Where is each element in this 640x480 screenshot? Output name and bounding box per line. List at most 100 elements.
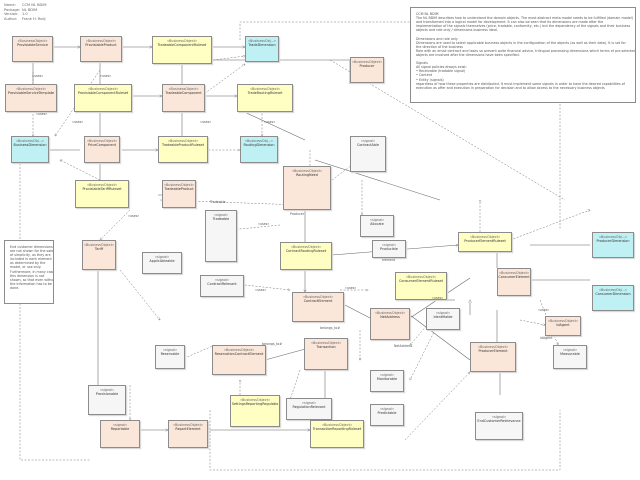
note-line: execution as offer and execution in prep…	[416, 85, 605, 90]
class-price-component[interactable]: «BusinessObject»PriceComponent	[84, 136, 120, 163]
class-trade-routing-ruleset[interactable]: «BusinessObject»TradeRoutingRuleset	[237, 84, 293, 112]
note-line: • Entity (signals)	[416, 77, 444, 82]
dependency	[209, 410, 561, 471]
edge-label: Producer	[290, 212, 305, 216]
note-line: End customer dimensions	[10, 245, 53, 249]
dependency	[100, 209, 131, 240]
class-consumer-dimension[interactable]: «BusinessObj...»ConsumerDimension	[592, 285, 634, 311]
edge-label: «uses»	[32, 74, 44, 78]
class-monitorable[interactable]: «signal»Monitorable	[370, 370, 404, 392]
class-producible[interactable]: «signal»Producible	[372, 240, 406, 258]
class-id-agent[interactable]: «BusinessObject»IdAgent	[545, 316, 581, 336]
class-producer-element-ruleset[interactable]: «BusinessObject»ProducerElementRuleset	[458, 232, 512, 252]
class-tradeable-signal[interactable]: «signal»Tradeable	[205, 210, 237, 262]
class-contract-element[interactable]: «BusinessObject»ContractElement	[292, 292, 344, 322]
header-row: Version:1.0	[4, 12, 28, 17]
class-allocate[interactable]: «signal»Allocate	[360, 215, 394, 237]
note-line: The NL BDIM describes how to understand …	[416, 16, 634, 21]
diagram-header: Name:CCM NL BDIM Package:NL BDIM Version…	[4, 3, 47, 21]
class-provisiable-component-ruleset[interactable]: «BusinessObject»ProvisiableComponentRule…	[74, 84, 132, 112]
edge-label: «uses»	[255, 288, 267, 292]
dependency	[496, 210, 590, 246]
class-business-dimension[interactable]: «BusinessObj...»BusinessDimension	[11, 136, 49, 163]
class-reportable[interactable]: «signal»Reportable	[100, 420, 140, 448]
class-applicable[interactable]: «signal»ApplicAbleable	[142, 252, 182, 274]
edge-label: «uses»	[345, 286, 357, 290]
class-routing-need[interactable]: «BusinessObject»RoutingNeed	[283, 166, 331, 210]
description-note: CCM NL BDIM The NL BDIM describes how to…	[410, 7, 636, 103]
dependency	[60, 160, 101, 181]
class-producer-top[interactable]: «BusinessObject»Producer	[350, 57, 384, 83]
class-identifiable[interactable]: «signal»Identifiable	[426, 308, 460, 330]
connector	[239, 109, 306, 141]
connector	[314, 159, 441, 201]
class-trade-dimension[interactable]: «BusinessObj...»TradeDimension	[245, 36, 279, 62]
dependency	[239, 21, 561, 230]
note-line: Signals	[416, 61, 428, 66]
class-reservation-contract-element[interactable]: «BusinessObject»ReservationContractEleme…	[212, 345, 266, 375]
edge-label: IdAgent	[540, 336, 553, 340]
class-contract-able[interactable]: «signal»ContractAble	[350, 136, 386, 172]
dependency	[244, 284, 290, 290]
dependency	[329, 59, 566, 201]
edge-label: «uses»	[432, 296, 444, 300]
connector	[409, 314, 471, 361]
dependency	[230, 224, 281, 230]
edge-label: NetAddress	[394, 344, 413, 348]
note-line: are not shown for the sake	[10, 249, 54, 254]
note-line: and transformed into a logical model for…	[416, 20, 604, 25]
class-consumer-element[interactable]: «BusinessObject»ConsumerElement	[497, 268, 531, 296]
note-line: • Receivable (tradable signal)	[416, 69, 466, 74]
class-settings-reporting-regulations[interactable]: «BusinessObject»SettingsReportingRegulat…	[230, 395, 280, 427]
class-net-address[interactable]: «BusinessObject»NetAddress	[370, 308, 410, 340]
class-tradeable-product[interactable]: «BusinessObject»TradeableProduct	[162, 180, 196, 208]
class-predictable[interactable]: «signal»Predictable	[370, 404, 404, 426]
note-line: Dimensions and role only	[416, 36, 458, 41]
class-end-customer-retrievance[interactable]: «signal»EndCustomerRetrievance	[475, 412, 523, 440]
class-transaction-reporting-ruleset[interactable]: «BusinessObject»TransactionReportingRule…	[310, 420, 364, 448]
note-line: the direction of the business	[416, 44, 464, 49]
class-producer-element[interactable]: «BusinessObject»ProducerElement	[470, 342, 516, 372]
header-row: Author:Frank H. Rolij	[4, 16, 46, 21]
edge-label: «uses»	[128, 214, 140, 218]
class-provisiable-service[interactable]: «BusinessObject»ProvisiableService	[12, 36, 53, 62]
connector	[205, 59, 351, 84]
class-measurable[interactable]: «signal»Measurable	[553, 345, 587, 369]
class-report-element[interactable]: «BusinessObject»ReportElement	[168, 420, 208, 448]
note-line: the information has to be	[10, 281, 52, 286]
class-consumer-element-ruleset[interactable]: «BusinessObject»ConsumerElementRuleset	[395, 272, 447, 300]
note-line: regardless of how these properties are d…	[416, 81, 625, 86]
class-provisiable-product[interactable]: «BusinessObject»ProvisiableProduct	[80, 36, 122, 62]
class-provisionable[interactable]: «signal»Provisionable	[88, 385, 126, 415]
note-line: this dimension is not	[10, 273, 45, 278]
note-line: Furthermore, in many cases	[10, 269, 54, 274]
edge-label: element	[382, 258, 396, 262]
class-regulation-relevant[interactable]: «signal»RegulationRelevant	[286, 398, 332, 420]
class-routing-dimension[interactable]: «BusinessObj...»RoutingDimension	[240, 136, 278, 163]
dependency	[159, 199, 300, 205]
class-tariff[interactable]: «BusinessObject»Tariff	[82, 240, 116, 270]
class-contract-relevant[interactable]: «signal»ContractRelevant	[200, 275, 244, 297]
edge-label: belongs_to#	[262, 342, 282, 346]
class-provisiable-tariff-ruleset[interactable]: «BusinessObject»ProvisiableTariffRuleset	[75, 180, 129, 208]
edge-label: «uses»	[538, 308, 550, 312]
note-line: shown, so that even without	[10, 277, 54, 282]
class-tradeable-component[interactable]: «BusinessObject»TradeableComponent	[162, 84, 205, 112]
class-tradeable-product-ruleset[interactable]: «BusinessObject»TradeableProductRuleset	[158, 136, 208, 163]
edge-label: Tradeable	[210, 200, 226, 204]
class-transaction[interactable]: «BusinessObject»Transaction	[304, 338, 348, 370]
class-tradeable-component-ruleset[interactable]: «BusinessObject»TradeableComponentRulese…	[152, 36, 212, 64]
class-producer-dimension[interactable]: «BusinessObj...»ProducerDimension	[592, 232, 634, 258]
class-reservable[interactable]: «signal»Reservable	[155, 345, 185, 369]
note-line: CCM NL BDIM	[416, 12, 439, 16]
class-contract-routing-ruleset[interactable]: «BusinessObject»ContractRoutingRuleset	[280, 242, 332, 270]
dependency	[290, 369, 301, 400]
edge-label: «uses»	[264, 120, 276, 124]
side-note: End customer dimensions are not shown fo…	[4, 240, 54, 304]
edge-label: «uses»	[200, 120, 212, 124]
note-line: objects and role only / dimensions busin…	[416, 28, 498, 33]
header-row: Package:NL BDIM	[4, 7, 38, 12]
class-provisiable-service-template[interactable]: «BusinessObject»ProvisiableServiceTempla…	[5, 84, 57, 112]
edge-label: «uses»	[258, 222, 270, 226]
